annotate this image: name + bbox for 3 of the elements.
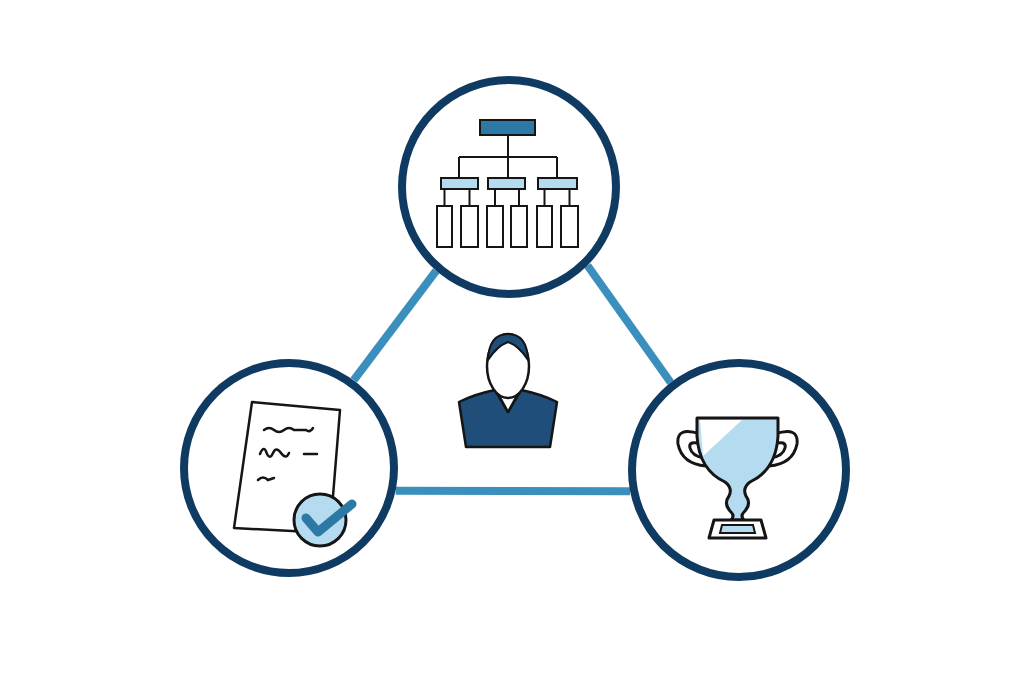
- connector-line: [395, 486, 631, 496]
- connector-line: [350, 268, 440, 383]
- connector-line: [584, 263, 674, 385]
